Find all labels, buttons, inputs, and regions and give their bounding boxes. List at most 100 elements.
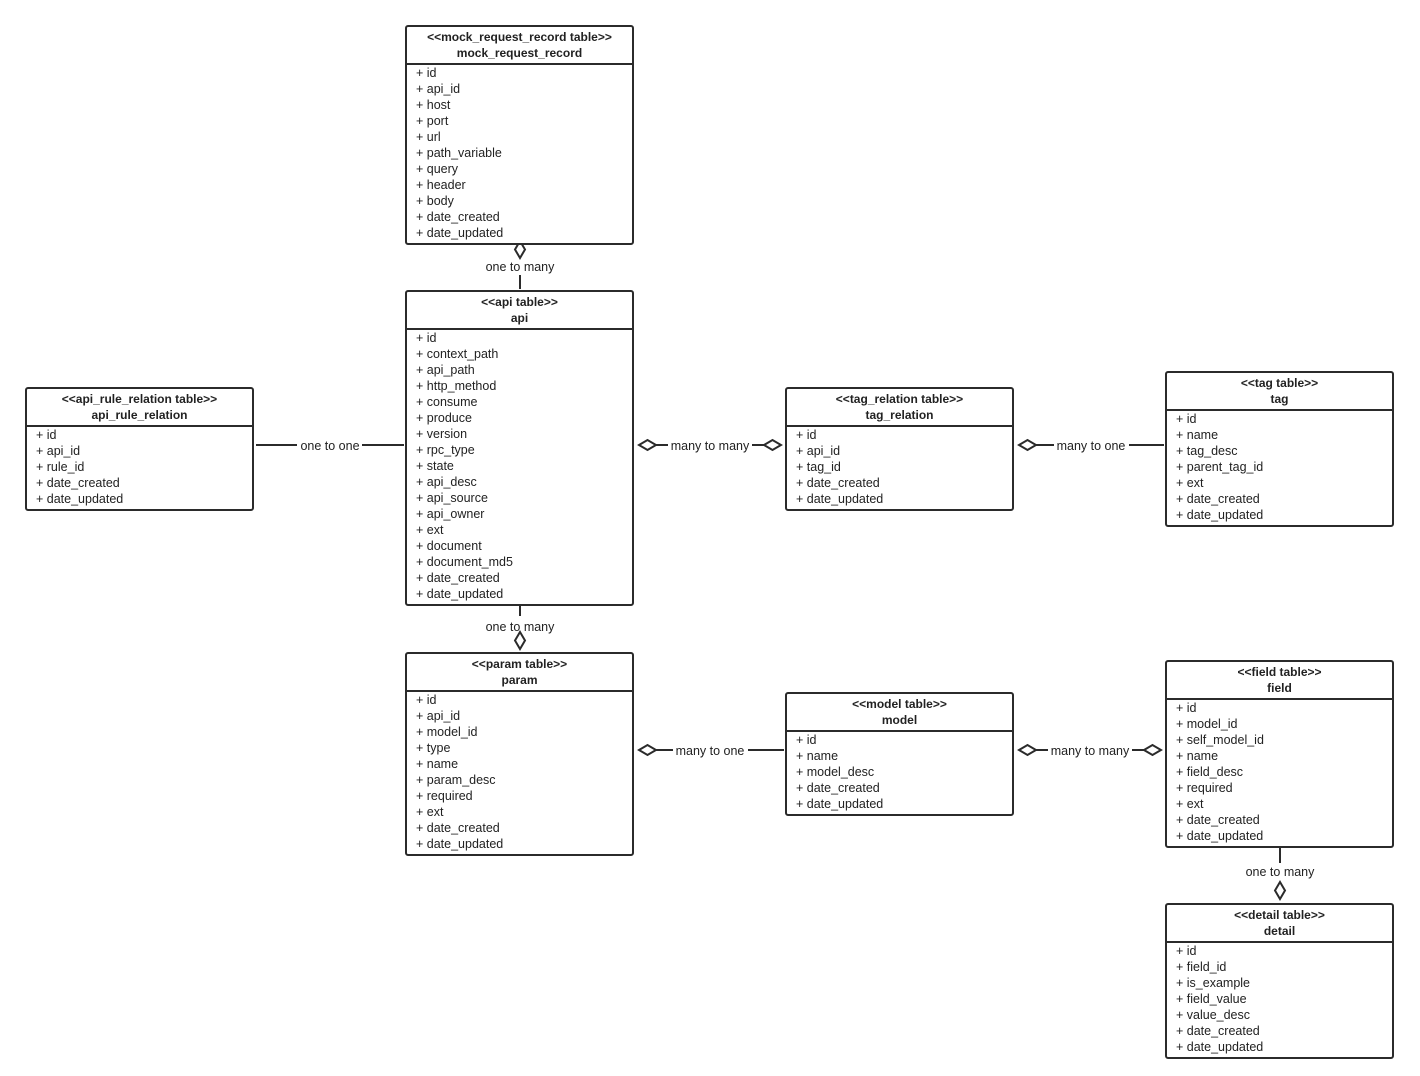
field-item: + date_updated [36,492,124,506]
field-list: + id + name + model_desc + date_created … [787,732,1012,814]
field-item: + date_updated [416,837,504,851]
relation-label: many to many [1051,744,1130,758]
field-item: + id [36,428,57,442]
field-item: + required [416,789,473,803]
entity-api-rule-relation: <<api_rule_relation table>> api_rule_rel… [25,387,254,511]
field-item: + date_updated [1176,1040,1264,1054]
field-item: + param_desc [416,773,496,787]
aggregation-diamond [513,630,527,651]
entity-name: mock_request_record [456,46,583,60]
entity-name: api [510,311,529,325]
relation-api-param [513,602,527,651]
field-item: + id [1176,701,1197,715]
field-item: + document_md5 [416,555,513,569]
field-item: + date_updated [796,797,884,811]
aggregation-diamond [637,438,658,452]
entity-header: <<tag table>> tag [1167,373,1392,411]
field-item: + date_created [416,210,500,224]
entity-name: tag_relation [865,408,934,422]
relation-label: many to one [1057,439,1126,453]
field-item: + api_id [416,709,461,723]
field-item: + query [416,162,459,176]
aggregation-diamond [1017,743,1038,757]
entity-name: api_rule_relation [91,408,188,422]
field-item: + tag_desc [1176,444,1238,458]
entity-header: <<mock_request_record table>> mock_reque… [407,27,632,65]
entity-name: param [501,673,538,687]
field-item: + model_desc [796,765,875,779]
field-item: + name [416,757,459,771]
relation-label: many to many [671,439,750,453]
field-item: + parent_tag_id [1176,460,1264,474]
field-item: + date_updated [1176,508,1264,522]
relation-model-field [1017,743,1163,757]
entity-name: field [1267,681,1292,695]
field-item: + date_updated [416,587,504,601]
field-item: + url [416,130,441,144]
aggregation-diamond [762,438,783,452]
entity-header: <<model table>> model [787,694,1012,732]
field-item: + model_id [416,725,478,739]
field-item: + api_desc [416,475,477,489]
entity-model: <<model table>> model + id + name + mode… [785,692,1014,816]
entity-mock-request-record: <<mock_request_record table>> mock_reque… [405,25,634,245]
field-item: + field_id [1176,960,1227,974]
field-item: + tag_id [796,460,841,474]
relation-label: many to one [676,744,745,758]
field-item: + rpc_type [416,443,475,457]
field-item: + ext [416,805,444,819]
field-item: + api_id [36,444,81,458]
field-item: + date_created [1176,492,1260,506]
field-item: + api_id [416,82,461,96]
field-item: + path_variable [416,146,502,160]
field-item: + id [1176,412,1197,426]
field-item: + context_path [416,347,499,361]
relation-label: one to many [486,620,556,634]
aggregation-diamond [1273,880,1287,901]
field-item: + date_created [796,476,880,490]
relation-api-tagrel [637,438,783,452]
entity-name: detail [1263,924,1296,938]
entity-api: <<api table>> api + id + context_path + … [405,290,634,606]
entity-stereotype: <<param table>> [471,657,568,671]
relation-label: one to many [486,260,556,274]
field-item: + required [1176,781,1233,795]
entity-param: <<param table>> param + id + api_id + mo… [405,652,634,856]
field-item: + model_id [1176,717,1238,731]
field-item: + ext [1176,476,1204,490]
field-item: + produce [416,411,472,425]
field-item: + id [416,693,437,707]
aggregation-diamond [1017,438,1038,452]
entity-field: <<field table>> field + id + model_id + … [1165,660,1394,848]
entity-stereotype: <<api_rule_relation table>> [61,392,218,406]
relation-mock-api [513,239,527,289]
entity-stereotype: <<api table>> [481,295,558,309]
relation-param-model [637,743,784,757]
field-list: + id + context_path + api_path + http_me… [407,330,632,604]
field-item: + date_created [416,821,500,835]
field-item: + id [796,428,817,442]
field-item: + id [416,66,437,80]
field-item: + api_path [416,363,475,377]
field-item: + ext [416,523,444,537]
field-item: + date_created [796,781,880,795]
field-item: + http_method [416,379,497,393]
entity-stereotype: <<tag_relation table>> [835,392,964,406]
entity-header: <<api_rule_relation table>> api_rule_rel… [27,389,252,427]
field-item: + state [416,459,454,473]
relation-tagrel-tag [1017,438,1164,452]
field-item: + is_example [1176,976,1250,990]
relation-label: one to one [300,439,359,453]
field-item: + self_model_id [1176,733,1264,747]
field-item: + api_id [796,444,841,458]
entity-stereotype: <<field table>> [1237,665,1322,679]
entity-header: <<param table>> param [407,654,632,692]
entity-tag: <<tag table>> tag + id + name + tag_desc… [1165,371,1394,527]
field-item: + field_desc [1176,765,1244,779]
field-item: + date_updated [796,492,884,506]
field-item: + id [1176,944,1197,958]
field-item: + date_created [36,476,120,490]
field-list: + id + field_id + is_example + field_val… [1167,943,1392,1057]
entity-stereotype: <<model table>> [852,697,947,711]
